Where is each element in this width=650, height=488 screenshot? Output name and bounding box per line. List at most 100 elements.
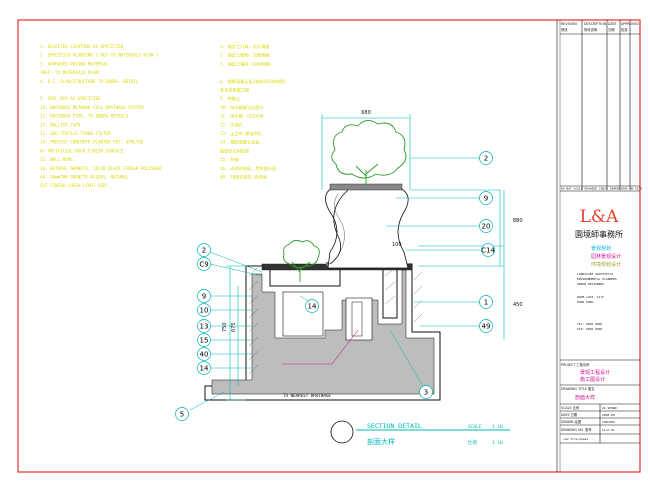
note-cn-line-7: 10. 排水板做法见图示 <box>220 104 264 111</box>
callout-label-5: 49 <box>482 322 491 330</box>
callout-label-12: 15 <box>200 336 209 344</box>
callout-label-3: C14 <box>481 246 495 254</box>
firm-line-cn-3: 环境规划设计 <box>591 261 621 268</box>
section-title: SECTION DETAIL <box>367 422 422 430</box>
meta-scale-label: SCALE 比例 <box>561 405 580 410</box>
meta-drawing-no-value: LA-D-01 <box>602 428 615 432</box>
rev-row-description: 修改说明 <box>584 27 598 32</box>
section-scale-label: SCALE <box>468 424 482 430</box>
callout-14: 14 <box>197 361 211 375</box>
callout-13: 40 <box>197 347 211 361</box>
drainage-note: TO NEAREST DRAINAGE <box>283 393 331 398</box>
callout-11: 13 <box>197 319 211 333</box>
note-en-line-0: 1. SELECTED LIGHTING AS SPECIFIED <box>40 44 124 49</box>
rev-row-revision: 修改 <box>561 27 568 32</box>
callout-4: 1 <box>479 295 493 309</box>
callout-circle-1 <box>479 191 493 205</box>
project-name-2: 施工图设计 <box>580 376 605 383</box>
note-cn-line-11: 14. 预制混凝土花盆, <box>220 139 262 146</box>
section-title-block: SECTION DETAIL 剖面大样 SCALE 1:10 比例 1:10 <box>330 420 510 446</box>
callout-circle-15 <box>175 407 189 421</box>
firm-line-en-2: ENVIRONMENTAL PLANNERS <box>577 277 617 281</box>
callout-9: 9 <box>197 289 211 303</box>
vase-planter-pot <box>325 187 409 269</box>
tree-large <box>331 120 407 186</box>
wall-hatch <box>248 266 423 375</box>
concrete-base-fill <box>211 269 435 395</box>
section-scale-value-cn: 1:10 <box>492 440 503 446</box>
firm-line-en-1: LANDSCAPE ARCHITECTS <box>577 272 613 276</box>
title-block <box>556 20 640 472</box>
project-label: PROJECT 工程名称 <box>561 362 590 367</box>
firm-address-4: FAX: 0000 0000 <box>577 327 602 331</box>
note-cn-line-0: 1. 指定之灯具，见灯具图 <box>220 43 269 50</box>
note-cn-line-6: 5. 种植土 <box>220 95 240 102</box>
callout-label-14: 14 <box>200 364 209 372</box>
firm-name: 園境師事務所 <box>575 229 623 239</box>
note-en-line-16: CUT FINISH (HIGH-LIGHT RED) <box>40 183 108 188</box>
note-cn-line-9: 12. 压顶石 <box>220 122 243 128</box>
callout-circle-3 <box>481 243 495 257</box>
note-en-line-13: 15. WELL ROPE <box>40 157 73 162</box>
callout-circle-0 <box>479 151 493 165</box>
callout-circle-16 <box>305 299 319 313</box>
drawing-title: 剖面大样 <box>575 394 595 401</box>
project-name-1: 景观工程设计 <box>580 369 610 376</box>
callout-7: 2 <box>197 243 211 257</box>
callout-circle-5 <box>479 319 493 333</box>
revision-table: REVISION DESCRIPTION DATE APPROVED 修改 修改… <box>561 22 642 191</box>
callout-label-15: 5 <box>180 410 184 418</box>
note-en-line-10: 13. GEO-TEXTILE FIBER FILTER <box>40 131 111 136</box>
planter-soil <box>282 291 324 337</box>
callout-circle-12 <box>197 333 211 347</box>
dim-right-upper: 880 <box>513 218 523 224</box>
note-en-line-4: 4. R.C. SLAB/STRUCTURE TO ENGRG. DETAIL <box>40 79 139 84</box>
well-rope <box>329 189 349 265</box>
callout-16: 14 <box>305 299 319 313</box>
note-en-line-12: W/ ARTIFICIAL ROCK FINISH SURFACE <box>40 148 124 153</box>
callout-0: 2 <box>479 151 493 165</box>
callout-circle-7 <box>197 243 211 257</box>
callout-label-0: 2 <box>484 154 488 162</box>
rev-header-approved: APPROVED <box>621 22 639 26</box>
leader-lines <box>189 157 480 411</box>
note-en-line-7: 10. DRAINAGE NETWORK CELL DRAINAGE SYSTE… <box>40 105 144 110</box>
note-cn-line-5: 参见结构施工图 <box>220 87 249 94</box>
shrub-small <box>283 239 320 282</box>
meta-drawn-value: CHECKED <box>602 420 615 424</box>
callout-8: C9 <box>197 257 211 271</box>
callout-12: 15 <box>197 333 211 347</box>
note-en-line-1: 2. SPECIFIED PLANTING ( REF TO MATERIALS… <box>40 53 159 58</box>
meta-scale-value: AS SHOWN <box>602 406 617 410</box>
note-en-line-9: 12. BALLAST CAPS <box>40 122 81 127</box>
section-scale-label-cn: 比例 <box>468 439 477 446</box>
callout-circle-9 <box>197 289 211 303</box>
dim-top: 680 <box>361 110 371 116</box>
note-en-line-2: 3. APPROVED PAVING MATERIAL <box>40 61 109 66</box>
section-scale-value: 1:10 <box>492 424 503 430</box>
note-cn-line-14: 16. 天然花岗岩，黑色抛光面 <box>220 165 276 172</box>
rev-row-approved: 批准 <box>621 27 628 32</box>
callout-circle-6 <box>419 385 433 399</box>
callout-label-6: 3 <box>424 388 428 396</box>
meta-drawing-no-label: DRAWING NO. 图号 <box>561 427 592 432</box>
firm-block: L&A 園境師事務所 景观规划 园林景观设计 环境规划设计 LANDSCAPE … <box>575 207 623 331</box>
callout-label-16: 14 <box>308 302 317 310</box>
meta-date-value: 2008.08 <box>602 413 615 417</box>
note-cn-line-8: 11. 排水管，详见大样 <box>220 113 264 120</box>
firm-line-cn-2: 园林景观设计 <box>591 253 621 260</box>
callout-label-7: 2 <box>202 246 206 254</box>
callout-circle-14 <box>197 361 211 375</box>
stamp-note: DO NOT SCALE DRAWING CHECK DIMENSIONS ON… <box>561 187 642 191</box>
rev-header-revision: REVISION <box>561 22 577 26</box>
firm-logo: L&A <box>580 207 619 227</box>
callout-label-10: 10 <box>200 306 209 314</box>
firm-line-en-3: URBAN DESIGNERS <box>577 282 604 286</box>
sheet-note: cad file/sheet ... <box>563 437 596 441</box>
callout-5: 49 <box>479 319 493 333</box>
note-en-line-6: 5. SOIL MIX AS SPECIFIED <box>40 96 101 101</box>
callout-label-4: 1 <box>484 298 488 306</box>
callout-circle-11 <box>197 319 211 333</box>
